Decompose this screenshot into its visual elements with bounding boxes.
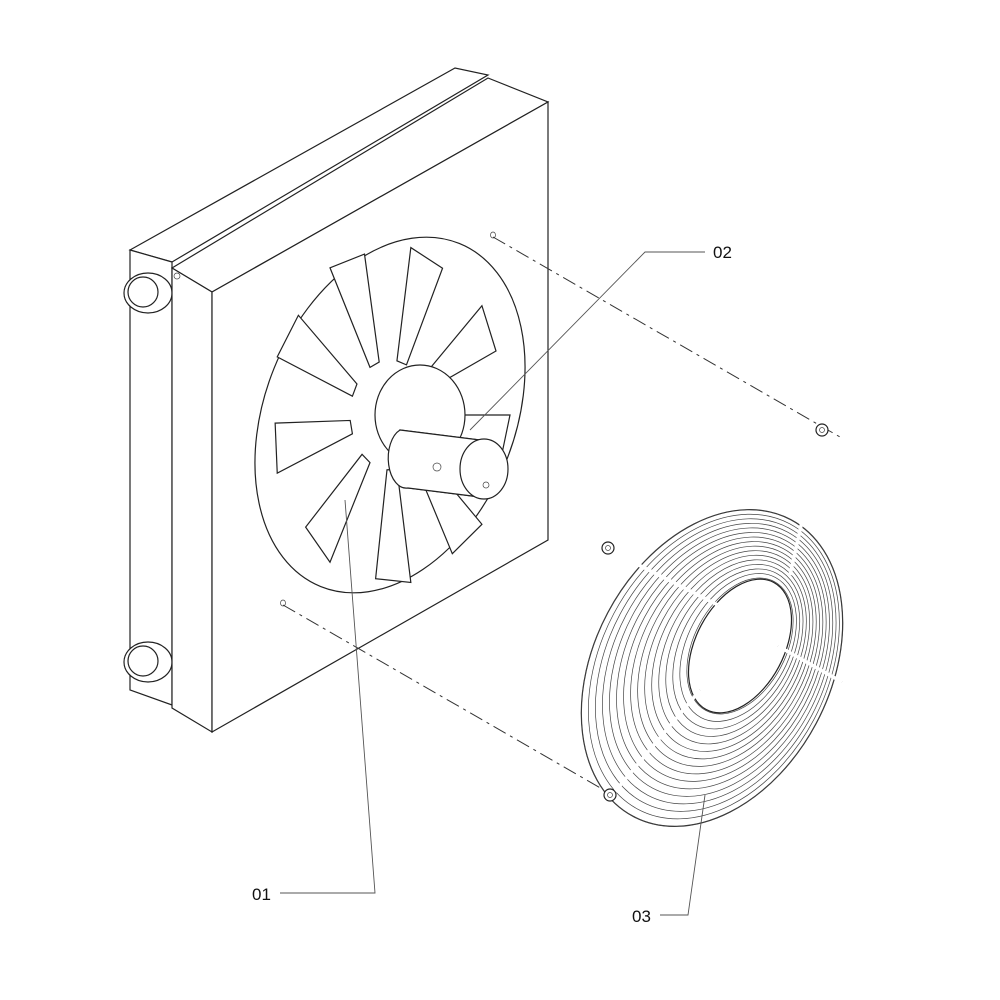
guard-ring	[658, 559, 807, 745]
mounting-lug	[603, 788, 617, 802]
fan-blade	[304, 453, 371, 564]
callout-label-01: 01	[252, 885, 271, 904]
callout-label-03: 03	[632, 907, 651, 926]
guard-center-opening	[687, 578, 793, 714]
fan-blade	[276, 314, 358, 398]
fan-housing	[170, 77, 550, 734]
guard-ring	[609, 527, 830, 797]
guard-ring	[616, 532, 827, 790]
guard-ring	[686, 577, 794, 715]
guard-ring	[630, 541, 820, 775]
radiator-back-plate	[128, 67, 490, 706]
guard-ring	[665, 564, 804, 737]
guard-ring	[672, 568, 801, 730]
mounting-lug	[815, 423, 829, 437]
mounting-lug	[601, 541, 615, 555]
fan-blade	[396, 246, 444, 366]
guard-ring	[580, 509, 844, 827]
callout-label-02: 02	[713, 243, 732, 262]
guard-ring	[602, 522, 834, 805]
pipe-connector-top	[123, 272, 173, 314]
fan-guard	[580, 423, 844, 827]
guard-ring	[595, 518, 837, 812]
guard-ring	[679, 573, 797, 722]
guard-ring	[637, 545, 817, 767]
fan-blade	[329, 253, 380, 369]
guard-ring	[644, 550, 814, 760]
guard-ring	[588, 513, 840, 820]
guard-ring	[651, 554, 810, 752]
motor	[374, 364, 509, 500]
guard-ring	[623, 536, 824, 782]
pipe-connector-bottom	[123, 641, 173, 683]
fan-blade	[274, 419, 354, 475]
